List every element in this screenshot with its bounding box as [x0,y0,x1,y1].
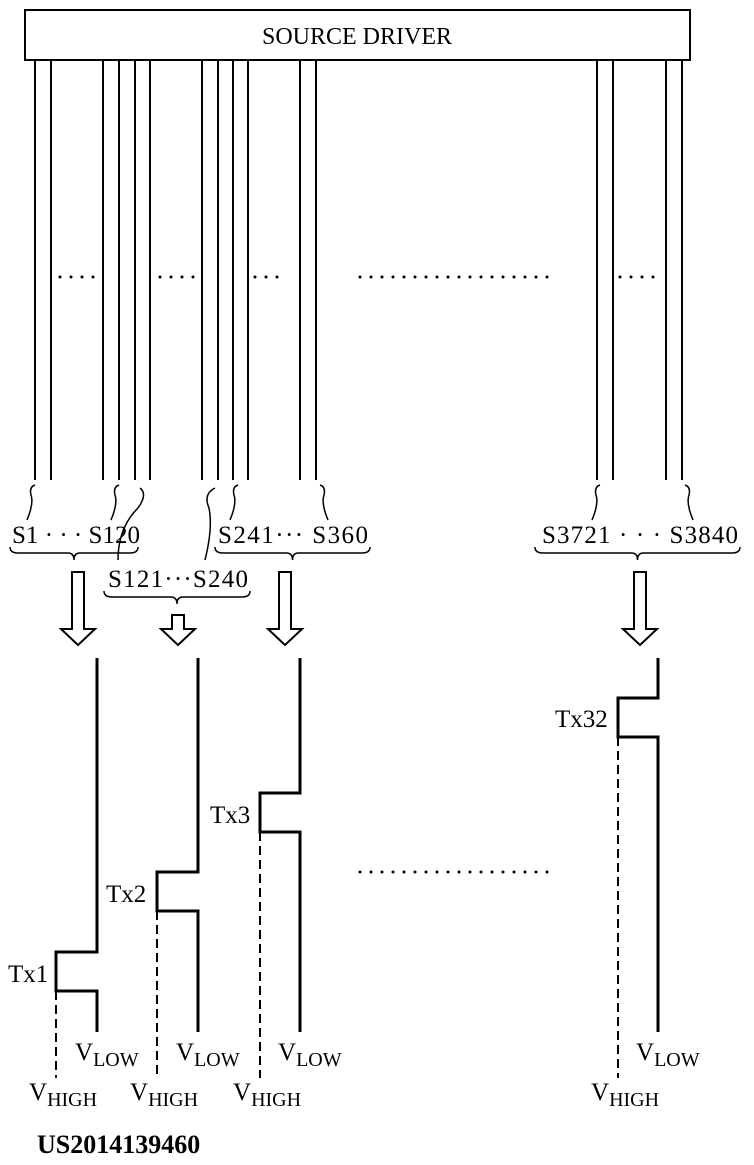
tx2-label: Tx2 [106,881,146,908]
source-lines [35,60,682,480]
dot [491,871,494,874]
dot [276,276,279,279]
down-arrow [623,572,657,645]
down-arrow [61,572,95,645]
dot [513,871,516,874]
vhigh-label: VHIGH [29,1079,97,1111]
waveform-tx2 [157,658,198,1032]
dot [546,871,549,874]
dot [81,276,84,279]
dot [392,871,395,874]
dot [170,276,173,279]
connector [111,485,119,520]
dot [546,276,549,279]
group-label-2: S121···S240 [108,566,248,593]
group-label-4: S3721 · · · S3840 [542,522,738,549]
dot [254,276,257,279]
dot [370,871,373,874]
dot [524,276,527,279]
dot [469,276,472,279]
dot [469,871,472,874]
dot [359,871,362,874]
dot [403,276,406,279]
group-label-1: S1 · · · S120 [12,522,140,549]
dot [447,871,450,874]
dot [92,276,95,279]
dot [535,276,538,279]
waveform-tx1 [56,658,97,1032]
dot [447,276,450,279]
down-arrow [268,572,302,645]
dot [513,276,516,279]
dot [381,871,384,874]
dot [458,871,461,874]
dot [630,276,633,279]
connector [685,485,693,520]
dot [502,871,505,874]
dot [619,276,622,279]
dot [502,276,505,279]
vhigh-label: VHIGH [591,1079,659,1111]
dot [370,276,373,279]
dot [414,276,417,279]
group-label-3: S241··· S360 [218,522,368,549]
connector [320,485,328,520]
dot [192,276,195,279]
tx3-label: Tx3 [210,802,250,829]
dot [458,276,461,279]
connector [205,488,215,560]
dot [480,276,483,279]
connector [27,485,35,520]
dot [535,871,538,874]
dot [414,871,417,874]
dot [59,276,62,279]
patent-number: US2014139460 [37,1130,200,1159]
dot [159,276,162,279]
tx32-label: Tx32 [555,706,608,733]
dot [392,276,395,279]
connector [230,485,238,520]
dot [381,276,384,279]
dot [181,276,184,279]
dot [70,276,73,279]
source-driver-label: SOURCE DRIVER [262,24,452,50]
vlow-label: VLOW [75,1039,139,1071]
dot [524,871,527,874]
vlow-label: VLOW [278,1039,342,1071]
vlow-label: VLOW [636,1039,700,1071]
dot [491,276,494,279]
vhigh-label: VHIGH [233,1079,301,1111]
vlow-label: VLOW [176,1039,240,1071]
dot [265,276,268,279]
dot [652,276,655,279]
tx1-label: Tx1 [8,961,48,988]
connector [592,485,600,520]
dot [480,871,483,874]
waveform-tx3 [260,658,300,1032]
vhigh-label: VHIGH [130,1079,198,1111]
dot [359,276,362,279]
dot [403,871,406,874]
down-arrow [161,615,195,645]
dot [436,871,439,874]
waveform-tx4 [618,658,658,1032]
dot [425,276,428,279]
dot [436,276,439,279]
dot [641,276,644,279]
dot [425,871,428,874]
